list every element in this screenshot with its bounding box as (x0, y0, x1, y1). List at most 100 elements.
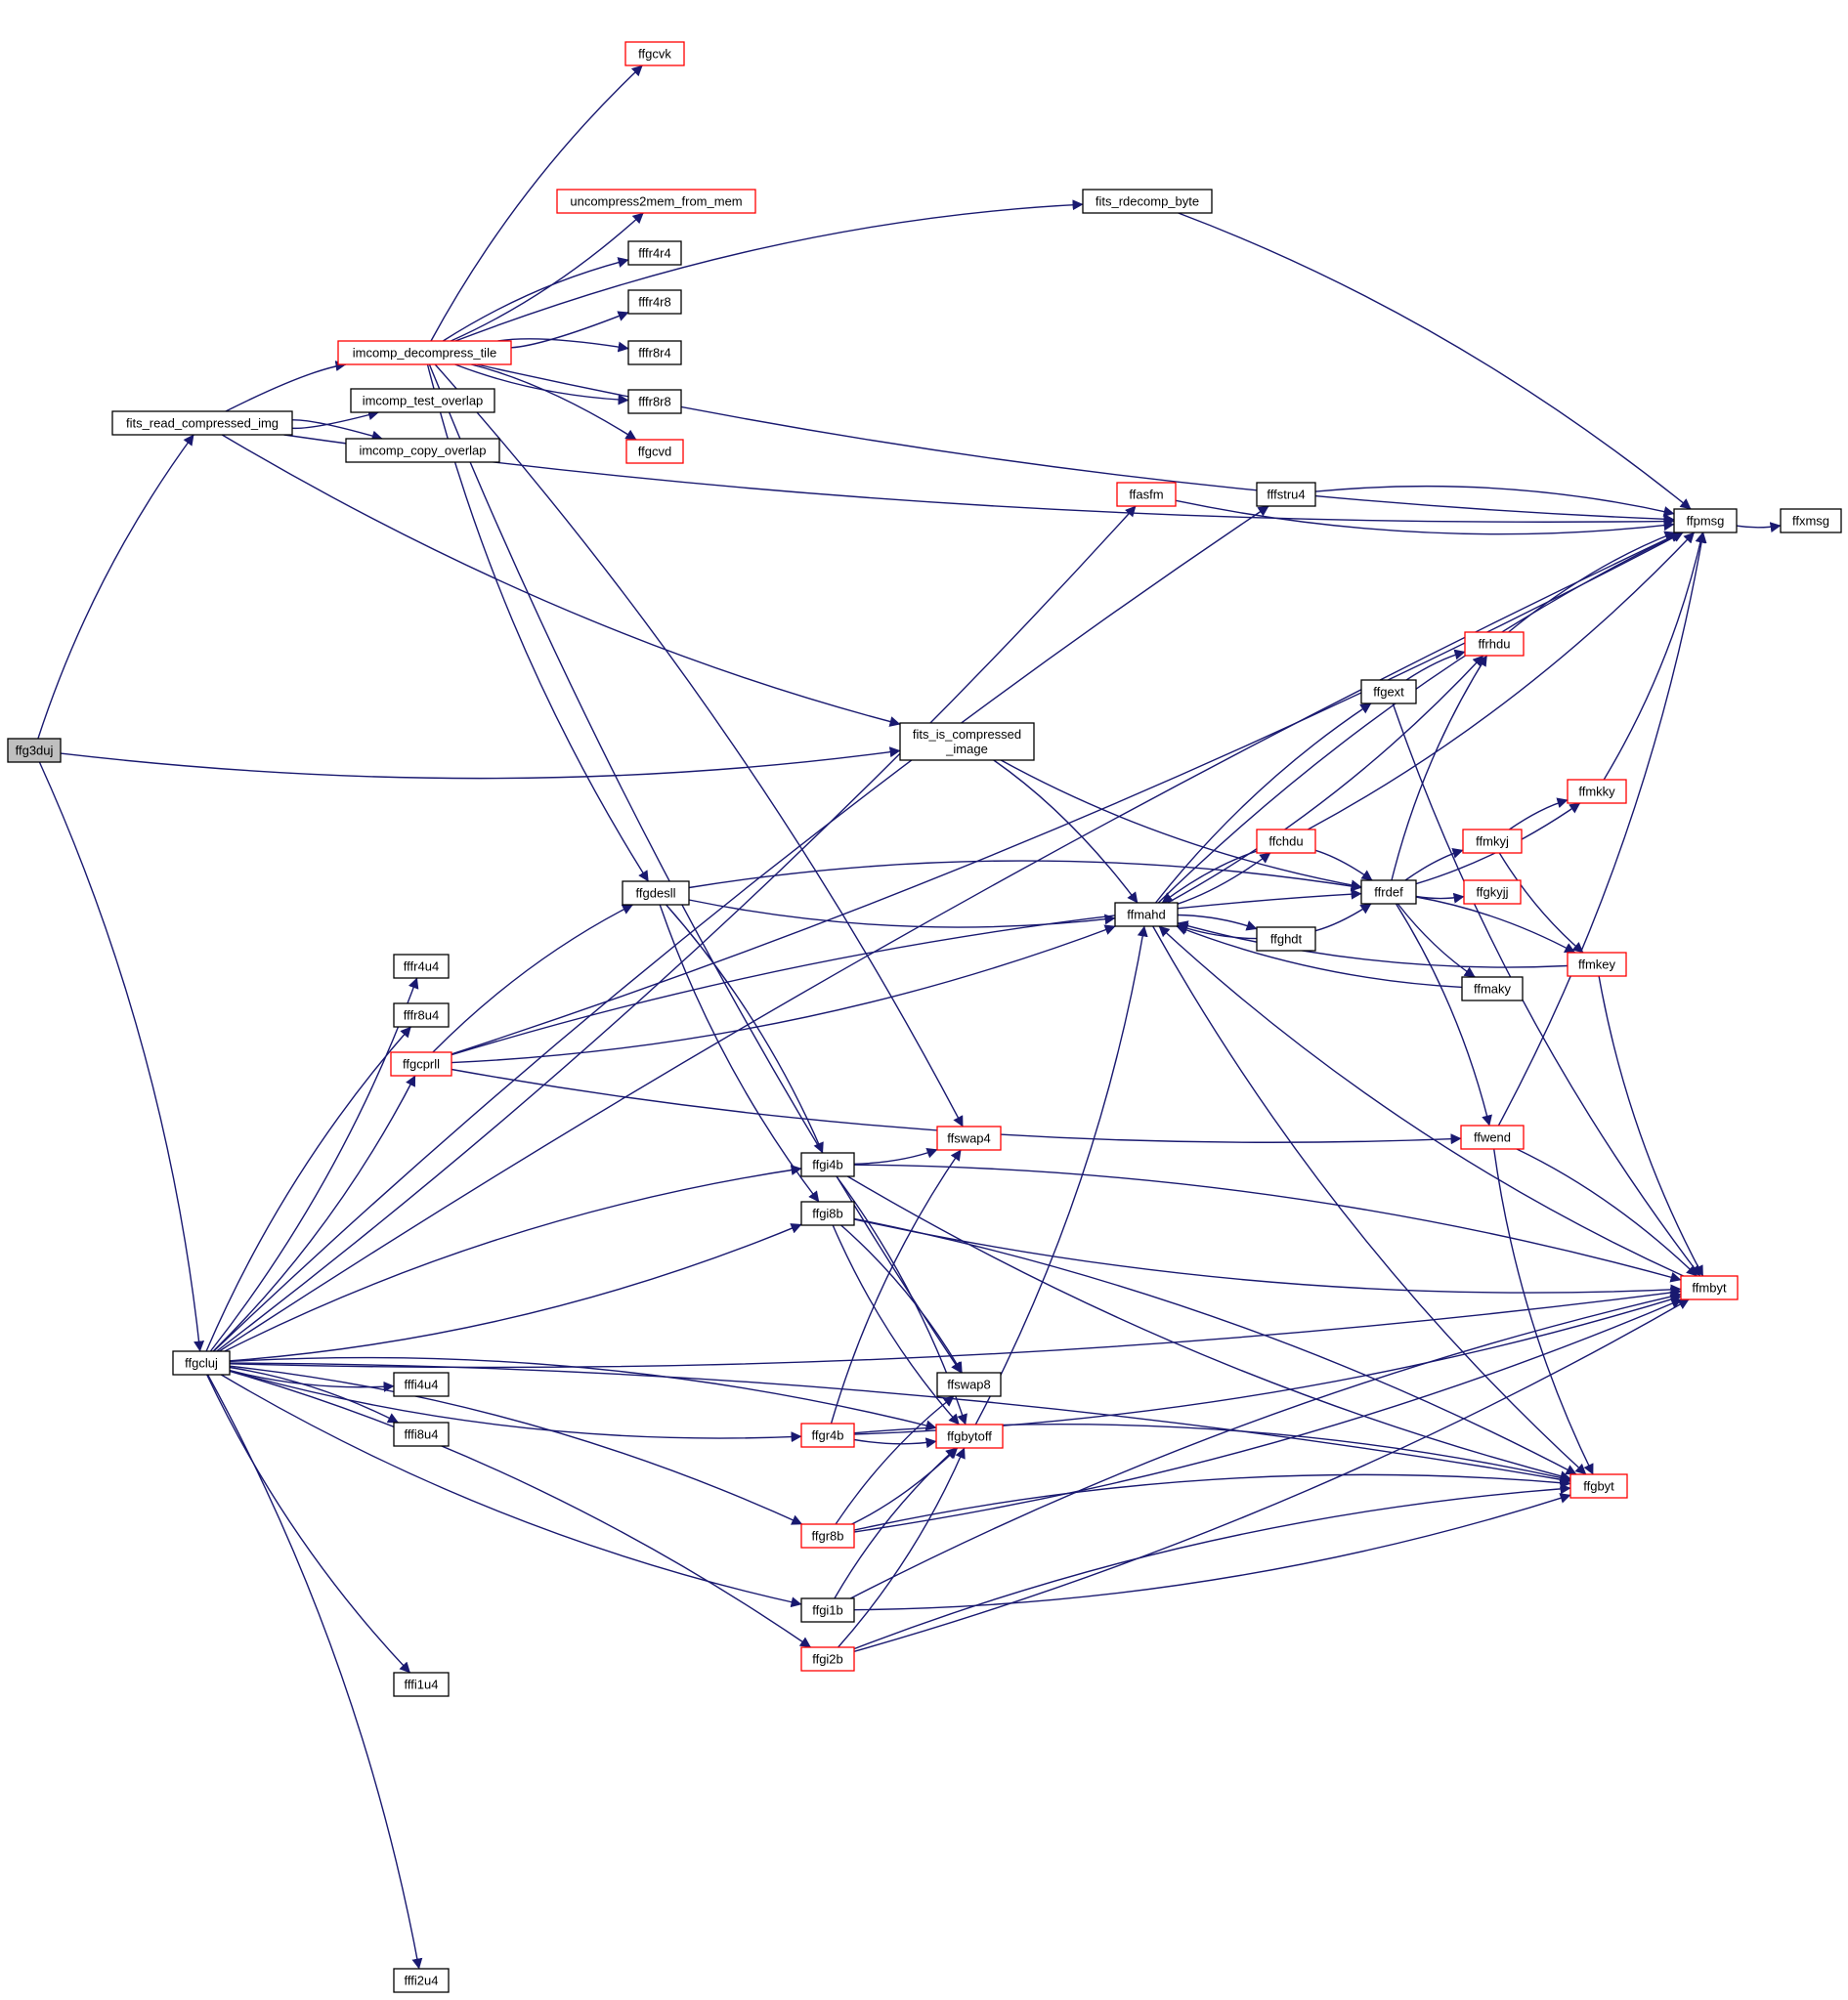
edge-ffmkky-to-ffpmsg (1603, 532, 1706, 781)
edge-ffgi2b-to-ffgbyt (853, 1483, 1571, 1650)
node-fffstru4[interactable]: fffstru4 (1256, 482, 1316, 507)
node-ffghdt[interactable]: ffghdt (1256, 926, 1316, 952)
node-ffgr4b[interactable]: ffgr4b (800, 1423, 855, 1448)
edge-ffgr8b-to-ffmbyt (853, 1298, 1683, 1533)
node-ffmbyt[interactable]: ffmbyt (1680, 1275, 1739, 1300)
node-ffgi8b[interactable]: ffgi8b (800, 1201, 855, 1226)
node-fffi2u4[interactable]: fffi2u4 (393, 1968, 450, 1993)
node-fffi8u4[interactable]: fffi8u4 (393, 1422, 450, 1447)
edge-ffgi8b-to-ffmbyt (853, 1218, 1682, 1296)
node-box (1116, 482, 1177, 507)
node-box (1461, 976, 1524, 1001)
node-fits_is_compressed_image[interactable]: fits_is_compressed_image (899, 722, 1035, 761)
node-ffgcvd[interactable]: ffgcvd (625, 439, 684, 464)
edge-ffmkyj-to-ffmkey (1498, 852, 1584, 954)
edge-ffgcluj-to-ffmbyt (229, 1287, 1682, 1369)
node-ffgbyt[interactable]: ffgbyt (1569, 1473, 1628, 1499)
node-box (800, 1201, 855, 1226)
edge-fits_read_compressed_img-to-fits_is_compressed_image (221, 434, 901, 727)
node-box (1462, 829, 1523, 854)
node-fits_rdecomp_byte[interactable]: fits_rdecomp_byte (1082, 189, 1213, 214)
edge-ffchdu-to-ffrdef (1314, 849, 1373, 881)
node-uncompress2mem_from_mem[interactable]: uncompress2mem_from_mem (556, 189, 756, 214)
node-box (936, 1372, 1002, 1397)
node-box (393, 954, 450, 979)
node-label: ffgcvk (638, 47, 671, 62)
node-ffgkyjj[interactable]: ffgkyjj (1463, 879, 1522, 905)
node-label: ffgcprll (403, 1057, 440, 1072)
node-ffchdu[interactable]: ffchdu (1256, 829, 1316, 854)
node-box (627, 389, 682, 414)
edge-imcomp_decompress_tile-to-fffr8r4 (497, 338, 629, 353)
edge-ffgcprll-to-ffpmsg (451, 532, 1684, 1055)
node-ffgi2b[interactable]: ffgi2b (800, 1646, 855, 1672)
node-ffgi1b[interactable]: ffgi1b (800, 1597, 855, 1623)
node-ffgi4b[interactable]: ffgi4b (800, 1152, 855, 1177)
node-label: fffi1u4 (405, 1678, 439, 1692)
edge-ffgr8b-to-ffgbyt (853, 1473, 1571, 1531)
node-ffgr8b[interactable]: ffgr8b (800, 1523, 855, 1549)
node-fffr4u4[interactable]: fffr4u4 (393, 954, 450, 979)
node-ffgbytoff[interactable]: ffgbytoff (935, 1424, 1004, 1449)
node-ffmkky[interactable]: ffmkky (1567, 779, 1627, 804)
node-label: ffasfm (1129, 488, 1163, 502)
node-ffgcluj[interactable]: ffgcluj (172, 1350, 231, 1376)
node-ffgcvk[interactable]: ffgcvk (624, 41, 685, 66)
node-label: ffchdu (1268, 834, 1303, 849)
node-ffgext[interactable]: ffgext (1360, 679, 1417, 704)
edge-ffgdesll-to-ffgi8b (659, 904, 820, 1203)
node-ffwend[interactable]: ffwend (1460, 1125, 1525, 1150)
node-box (899, 722, 1035, 761)
node-fffi4u4[interactable]: fffi4u4 (393, 1372, 450, 1397)
node-ffgcprll[interactable]: ffgcprll (390, 1051, 452, 1077)
node-box (1673, 508, 1738, 533)
node-label: ffwend (1474, 1130, 1511, 1145)
node-ffmkyj[interactable]: ffmkyj (1462, 829, 1523, 854)
edge-ffgcprll-to-ffgdesll (432, 904, 633, 1053)
node-label: ffrhdu (1478, 637, 1510, 652)
node-ffxmsg[interactable]: ffxmsg (1780, 508, 1842, 533)
node-label: fits_read_compressed_img (126, 416, 279, 431)
node-label: fffr8r8 (638, 395, 670, 409)
node-ffmkey[interactable]: ffmkey (1567, 952, 1627, 977)
node-box (1460, 1125, 1525, 1150)
node-label: fffi4u4 (405, 1378, 439, 1392)
node-fffr4r4[interactable]: fffr4r4 (627, 240, 682, 266)
edge-ffgr4b-to-ffgbytoff (853, 1437, 937, 1449)
edge-ffghdt-to-ffmahd (1177, 923, 1258, 940)
edge-ffmahd-to-ffgbyt (1152, 925, 1587, 1475)
node-ffpmsg[interactable]: ffpmsg (1673, 508, 1738, 533)
node-imcomp_decompress_tile[interactable]: imcomp_decompress_tile (337, 340, 512, 365)
node-ffmaky[interactable]: ffmaky (1461, 976, 1524, 1001)
node-fffr8r8[interactable]: fffr8r8 (627, 389, 682, 414)
node-fffr8u4[interactable]: fffr8u4 (393, 1002, 450, 1028)
node-box (1360, 679, 1417, 704)
edge-fits_read_compressed_img-to-imcomp_decompress_tile (225, 361, 347, 412)
edge-ffgcluj-to-ffgr4b (229, 1370, 802, 1443)
node-imcomp_copy_overlap[interactable]: imcomp_copy_overlap (345, 438, 500, 463)
node-box (1463, 879, 1522, 905)
node-label: ffgi1b (812, 1603, 843, 1618)
edge-ffrdef-to-ffwend (1395, 903, 1492, 1127)
node-fits_read_compressed_img[interactable]: fits_read_compressed_img (111, 410, 293, 436)
node-ffswap4[interactable]: ffswap4 (936, 1126, 1002, 1151)
node-ffrhdu[interactable]: ffrhdu (1464, 631, 1525, 657)
edge-ffgi4b-to-ffgbyt (846, 1175, 1571, 1482)
node-imcomp_test_overlap[interactable]: imcomp_test_overlap (350, 388, 495, 413)
node-ffswap8[interactable]: ffswap8 (936, 1372, 1002, 1397)
node-ffgdesll[interactable]: ffgdesll (622, 880, 690, 906)
edge-ffgext-to-ffmbyt (1392, 702, 1701, 1277)
node-box (1256, 482, 1316, 507)
node-fffi1u4[interactable]: fffi1u4 (393, 1672, 450, 1697)
node-fffr8r4[interactable]: fffr8r4 (627, 340, 682, 365)
node-ffasfm[interactable]: ffasfm (1116, 482, 1177, 507)
node-ffrdef[interactable]: ffrdef (1360, 879, 1417, 905)
node-label: ffgbyt (1583, 1479, 1614, 1494)
node-label: ffxmsg (1792, 514, 1829, 529)
node-ffmahd[interactable]: ffmahd (1114, 902, 1179, 927)
node-fffr4r8[interactable]: fffr4r8 (627, 289, 682, 315)
node-box (1360, 879, 1417, 905)
node-label: ffgkyjj (1477, 885, 1509, 900)
edge-ffrdef-to-ffmkyj (1404, 847, 1464, 881)
edge-ffghdt-to-ffrdef (1314, 903, 1372, 932)
